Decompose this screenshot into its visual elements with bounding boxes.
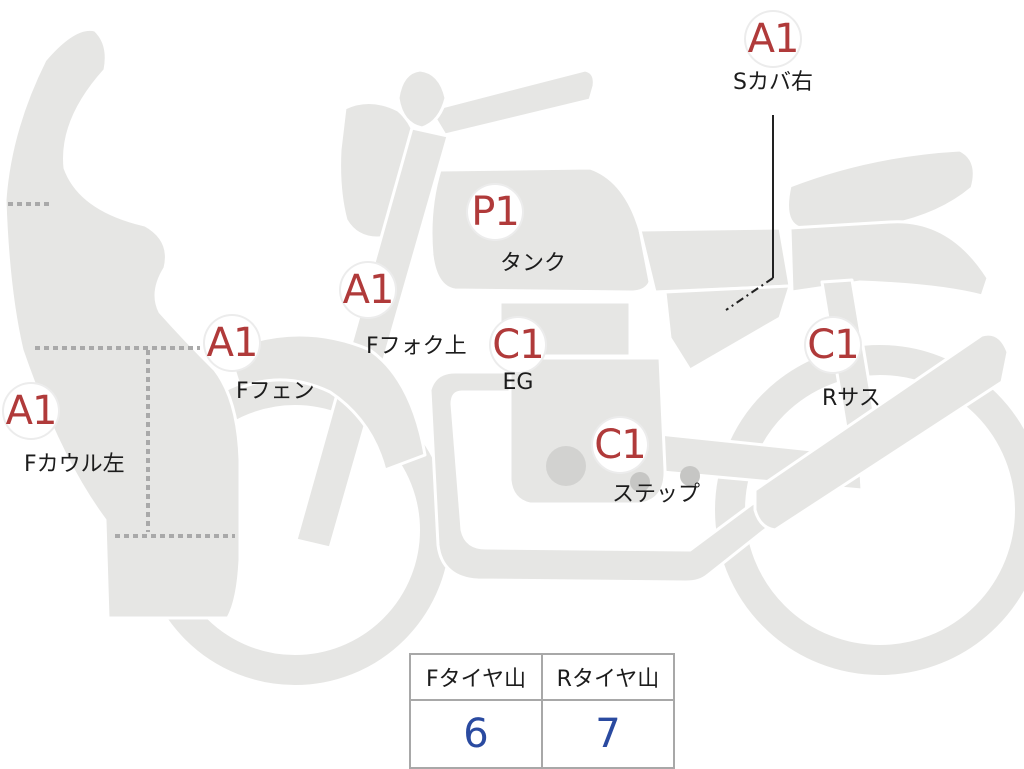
frame [428,370,782,584]
marker-rear-suspension: C1 [806,318,860,372]
table-value-row: 6 7 [409,699,675,769]
part-label-front-fork-upper: Fフォク上 [366,334,467,359]
marker-front-fork-upper: A1 [341,263,395,317]
side-cover [663,284,792,372]
front-fender [226,333,427,472]
handlebar [428,68,596,137]
grade-badge: P1 [468,185,522,239]
tire-tread-table: Fタイヤ山 Rタイヤ山 6 7 [409,653,675,769]
grade-badge: A1 [4,384,58,438]
grade-badge: C1 [491,318,545,372]
front-tire-value: 6 [409,699,543,769]
grade-badge: A1 [341,263,395,317]
part-label: Sカバ右 [733,70,813,95]
step-peg-front [630,472,650,492]
rear-wheel [715,345,1024,675]
marker-s-cover-right: A1 Sカバ右 [733,12,813,96]
front-tire-header: Fタイヤ山 [409,653,543,701]
part-label-step: ステップ [612,482,701,507]
rear-cowl [788,220,990,298]
step-peg-rear [680,466,700,486]
grade-badge: C1 [806,318,860,372]
front-cowl [3,27,242,620]
muffler [753,332,1010,532]
marker-front-fender: A1 [205,316,259,370]
mirror [396,68,448,130]
part-label-front-cowl-left: Fカウル左 [24,452,125,477]
marker-engine: C1 EG [491,318,545,395]
grade-badge: A1 [746,12,800,66]
part-label-tank: タンク [500,251,567,276]
marker-step: C1 [593,418,647,472]
grade-badge: C1 [593,418,647,472]
part-label-rear-suspension: Rサス [822,386,881,411]
grade-badge: A1 [205,316,259,370]
marker-tank: P1 [468,185,522,239]
engine-cover-circle [546,446,586,486]
part-label-front-fender: Fフェン [236,379,315,404]
front-fork [294,126,450,550]
rear-tire-header: Rタイヤ山 [541,653,675,701]
rear-tire-value: 7 [541,699,675,769]
marker-front-cowl-left: A1 [4,384,58,438]
table-header-row: Fタイヤ山 Rタイヤ山 [409,653,675,701]
seat [786,148,976,230]
part-label: EG [502,370,534,395]
